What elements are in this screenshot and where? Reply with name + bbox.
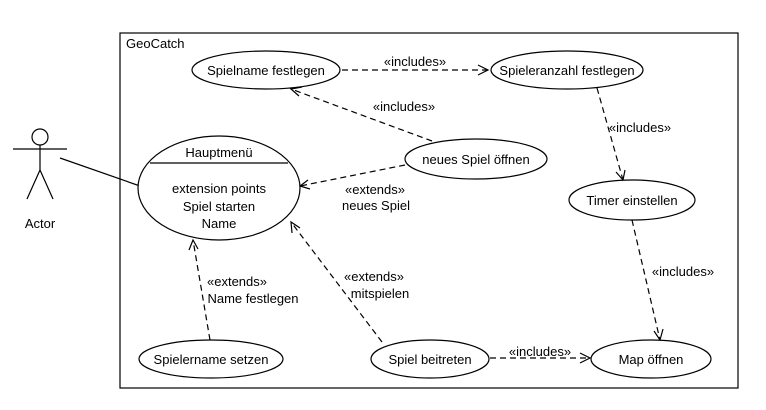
- label-include-1: «includes»: [384, 54, 446, 69]
- edge-extend-spielername-hauptmenu: [188, 238, 211, 341]
- svg-text:Map öffnen: Map öffnen: [619, 352, 684, 367]
- svg-text:Spiel beitreten: Spiel beitreten: [388, 352, 471, 367]
- usecase-spieleranzahl-festlegen[interactable]: Spieleranzahl festlegen: [490, 50, 644, 90]
- edge-include-spielname-spieleranzahl: [342, 64, 490, 76]
- usecase-neues-spiel-oeffnen[interactable]: neues Spiel öffnen: [404, 138, 548, 180]
- edge-extend-beitreten-hauptmenu: [290, 220, 383, 343]
- svg-text:Spielname festlegen: Spielname festlegen: [207, 63, 325, 78]
- label-include-3: «includes»: [609, 120, 671, 135]
- label-include-4: «includes»: [652, 264, 714, 279]
- label-include-2: «includes»: [373, 99, 435, 114]
- svg-text:Spieleranzahl festlegen: Spieleranzahl festlegen: [499, 63, 634, 78]
- usecase-spielername-setzen[interactable]: Spielername setzen: [138, 339, 284, 379]
- usecase-map-oeffnen[interactable]: Map öffnen: [590, 339, 712, 379]
- usecase-spielname-festlegen[interactable]: Spielname festlegen: [191, 50, 341, 90]
- edge-include-beitreten-map: [490, 352, 592, 364]
- label-extend-2-point: mitspielen: [351, 286, 410, 301]
- label-include-5: «includes»: [509, 344, 571, 359]
- hauptmenu-ext-point: Name: [202, 216, 237, 231]
- svg-text:Spielername setzen: Spielername setzen: [154, 352, 269, 367]
- hauptmenu-ext-point: Spiel starten: [183, 199, 255, 214]
- label-extend-1-point: neues Spiel: [342, 198, 410, 213]
- svg-text:neues Spiel öffnen: neues Spiel öffnen: [422, 152, 529, 167]
- hauptmenu-ext-header: extension points: [172, 181, 266, 196]
- hauptmenu-title: Hauptmenü: [185, 145, 252, 160]
- actor-label: Actor: [25, 216, 56, 231]
- actor-figure: [13, 128, 67, 200]
- usecase-spiel-beitreten[interactable]: Spiel beitreten: [370, 339, 490, 379]
- label-extend-2-stereotype: «extends»: [344, 269, 404, 284]
- label-extend-3-stereotype: «extends»: [207, 274, 267, 289]
- system-title: GeoCatch: [126, 36, 185, 51]
- svg-text:Timer einstellen: Timer einstellen: [586, 193, 677, 208]
- usecase-timer-einstellen[interactable]: Timer einstellen: [568, 179, 696, 221]
- label-extend-3-point: Name festlegen: [207, 291, 298, 306]
- actor-association: [59, 157, 141, 187]
- label-extend-1-stereotype: «extends»: [345, 182, 405, 197]
- usecase-hauptmenu[interactable]: Hauptmenü extension points Spiel starten…: [137, 135, 301, 241]
